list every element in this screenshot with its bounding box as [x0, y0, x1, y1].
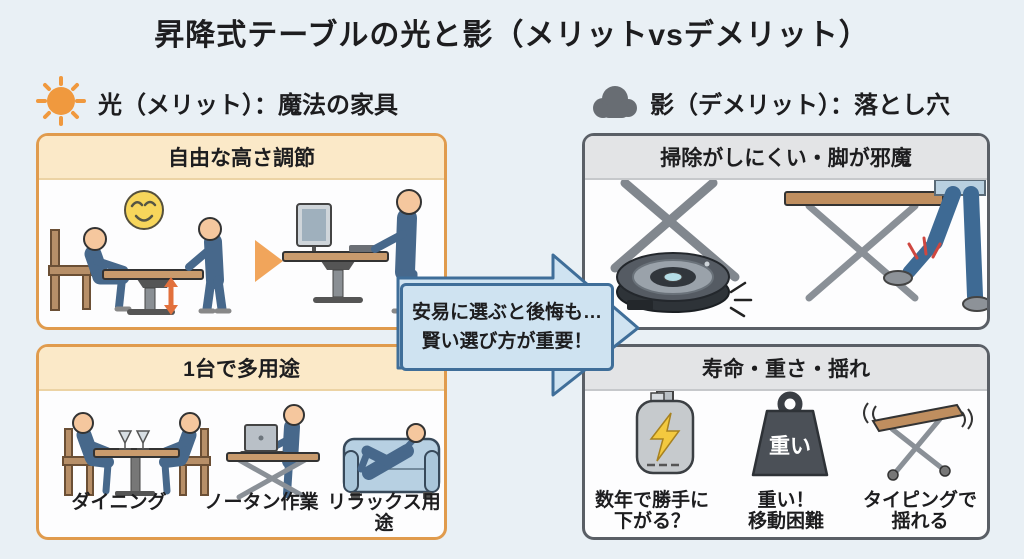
demerit-box-cleaning-title: 掃除がしにくい・脚が邪魔 — [585, 136, 987, 180]
smiley-icon — [124, 190, 164, 230]
weight-label: 重い — [769, 435, 811, 458]
cleaning-illustration — [610, 180, 987, 318]
demerit-box-lifespan-title: 寿命・重さ・揺れ — [585, 347, 987, 391]
weight-icon: 重い — [751, 391, 829, 477]
merit-section-title: 光（メリット）：魔法の家具 — [98, 92, 398, 119]
impact-marks-icon — [907, 236, 942, 260]
standing-desk-icon — [282, 251, 389, 303]
caption-heavy: 重い！ 移動困難 — [747, 490, 824, 532]
merit-box-height-adjust-title: 自由な高さ調節 — [39, 136, 444, 180]
multiuse-captions: ダイニング ノータン作業 リラックス用途 — [39, 492, 444, 534]
chair-icon — [48, 229, 92, 311]
wobbly-table-icon — [863, 402, 973, 481]
x-frame-table-icon — [784, 191, 944, 302]
demerit-box-cleaning: 掃除がしにくい・脚が邪魔 — [582, 133, 990, 330]
kicking-leg-icon — [883, 180, 987, 312]
caution-line2: 賢い選び方が重要！ — [421, 331, 593, 352]
sofa-relax-icon — [342, 423, 441, 499]
height-adjust-illustration — [48, 189, 426, 315]
seated-person-icon — [84, 245, 130, 311]
merit-box-multiuse: 1台で多用途 — [36, 344, 447, 540]
caption-laptop-work: ノータン作業 — [204, 492, 319, 513]
laptop-on-desk-icon — [349, 245, 375, 252]
adjusting-person-icon — [185, 233, 227, 314]
vibration-marks-icon — [863, 402, 973, 430]
demerit-box-lifespan: 寿命・重さ・揺れ 重い — [582, 344, 990, 540]
adjustable-table-icon — [102, 269, 204, 315]
lifespan-illustration: 重い — [635, 391, 973, 481]
demerit-section-title: 影（デメリット）：落とし穴 — [650, 92, 950, 119]
updown-arrow-icon — [164, 277, 178, 315]
transition-arrow-icon — [255, 240, 283, 282]
monitor-icon — [296, 203, 332, 251]
caution-arrow-label: 安易に選ぶと後悔も… 賢い選び方が重要！ — [400, 283, 614, 371]
wine-glasses-icon — [117, 430, 151, 450]
gas-cylinder-icon — [635, 391, 695, 475]
laptop-work-icon — [226, 404, 320, 500]
robot-vacuum-icon — [616, 252, 753, 318]
caption-relax: リラックス用途 — [327, 492, 441, 534]
caption-dining: ダイニング — [71, 492, 167, 513]
merit-box-height-adjust: 自由な高さ調節 — [36, 133, 447, 330]
cloud-icon — [593, 86, 637, 118]
caption-gas-cylinder: 数年で勝手に 下がる？ — [594, 490, 709, 532]
merit-box-multiuse-title: 1台で多用途 — [39, 347, 444, 391]
lifespan-captions: 数年で勝手に 下がる？ 重い！ 移動困難 タイピングで 揺れる — [585, 490, 987, 532]
multiuse-illustration — [62, 404, 441, 500]
sun-icon — [36, 76, 86, 126]
caution-line1: 安易に選ぶと後悔も… — [411, 302, 602, 323]
caption-wobble: タイピングで 揺れる — [862, 490, 977, 532]
dining-icon — [62, 412, 211, 496]
page-title: 昇降式テーブルの光と影（メリットvsデメリット） — [154, 19, 870, 52]
